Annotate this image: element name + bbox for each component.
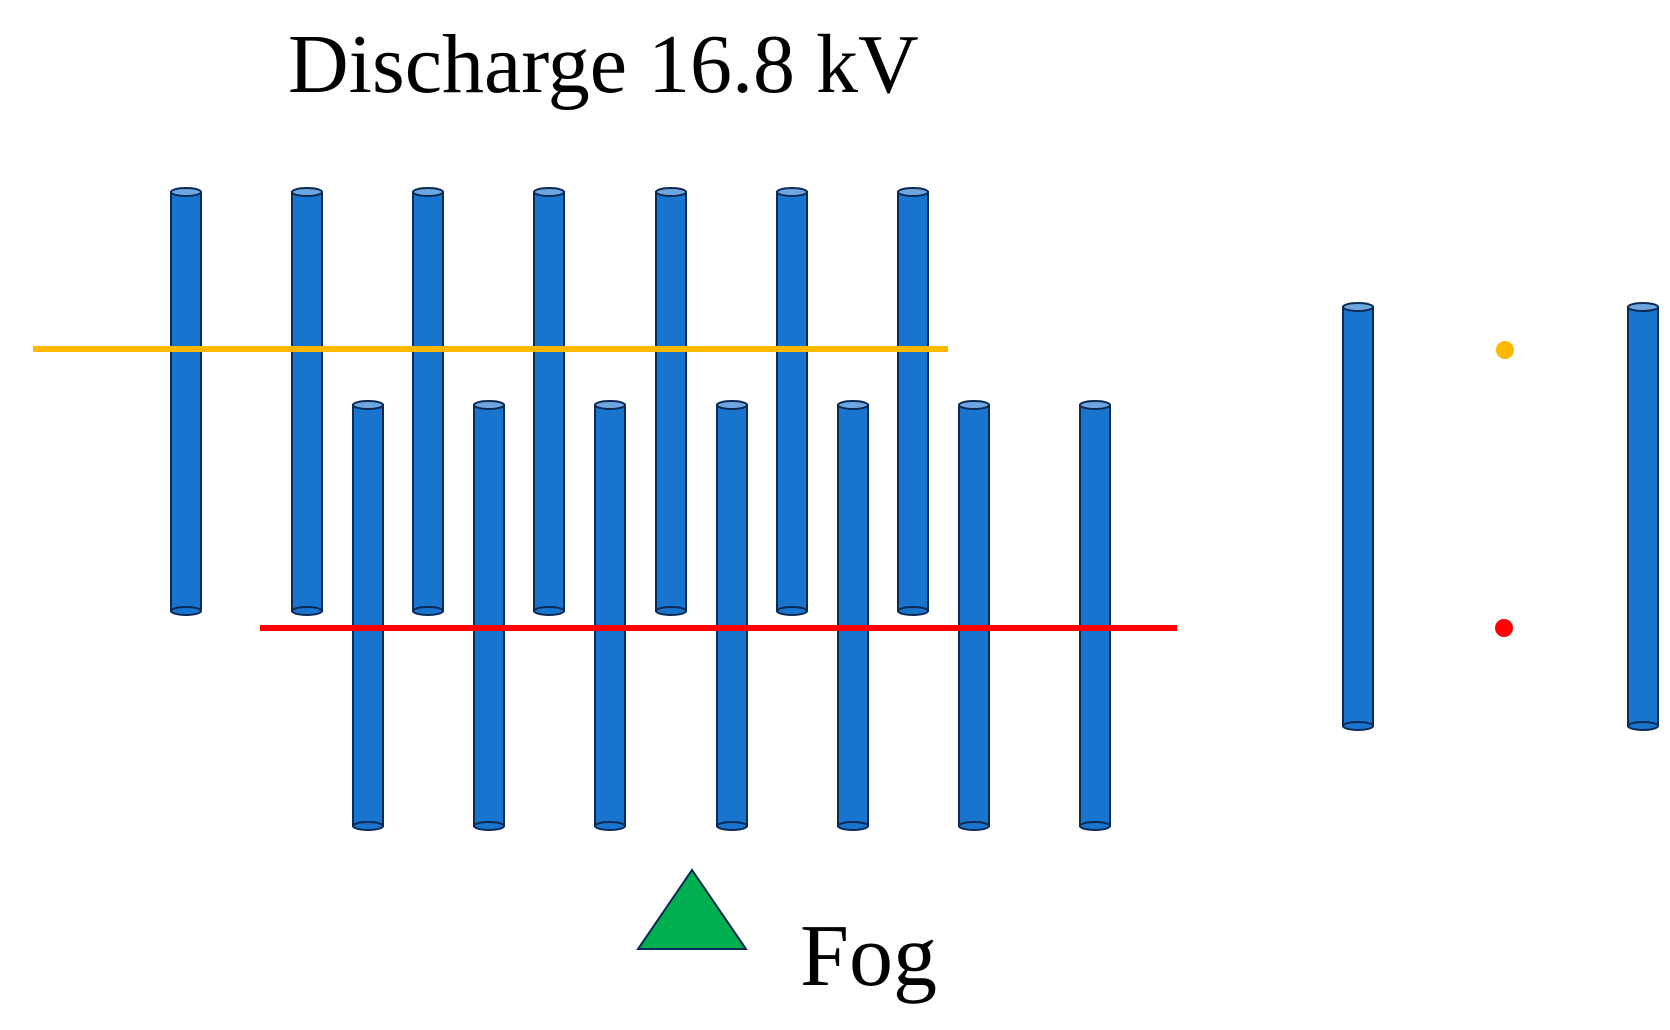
upper-rod-1 (170, 187, 202, 616)
upper-rod-row (170, 187, 929, 616)
lower-rod-3 (594, 400, 626, 831)
upper-rod-4 (533, 187, 565, 616)
side-rod-2 (1627, 302, 1659, 731)
upper-marker-dot (1496, 341, 1514, 359)
lower-rod-7 (1079, 400, 1111, 831)
upper-rod-5 (655, 187, 687, 616)
lower-rod-row (352, 400, 1111, 831)
fog-label: Fog (800, 908, 937, 1005)
upper-rod-7 (897, 187, 929, 616)
side-rod-group (1342, 302, 1659, 731)
side-rod-1 (1342, 302, 1374, 731)
lower-rod-4 (716, 400, 748, 831)
lower-marker-dot (1495, 619, 1513, 637)
diagram-title: Discharge 16.8 kV (288, 18, 919, 111)
lower-rod-5 (837, 400, 869, 831)
upper-rod-2 (291, 187, 323, 616)
upper-rod-6 (776, 187, 808, 616)
lower-rod-1 (352, 400, 384, 831)
upper-rod-3 (412, 187, 444, 616)
lower-rod-2 (473, 400, 505, 831)
fog-triangle-icon (636, 868, 748, 950)
lower-rod-6 (958, 400, 990, 831)
